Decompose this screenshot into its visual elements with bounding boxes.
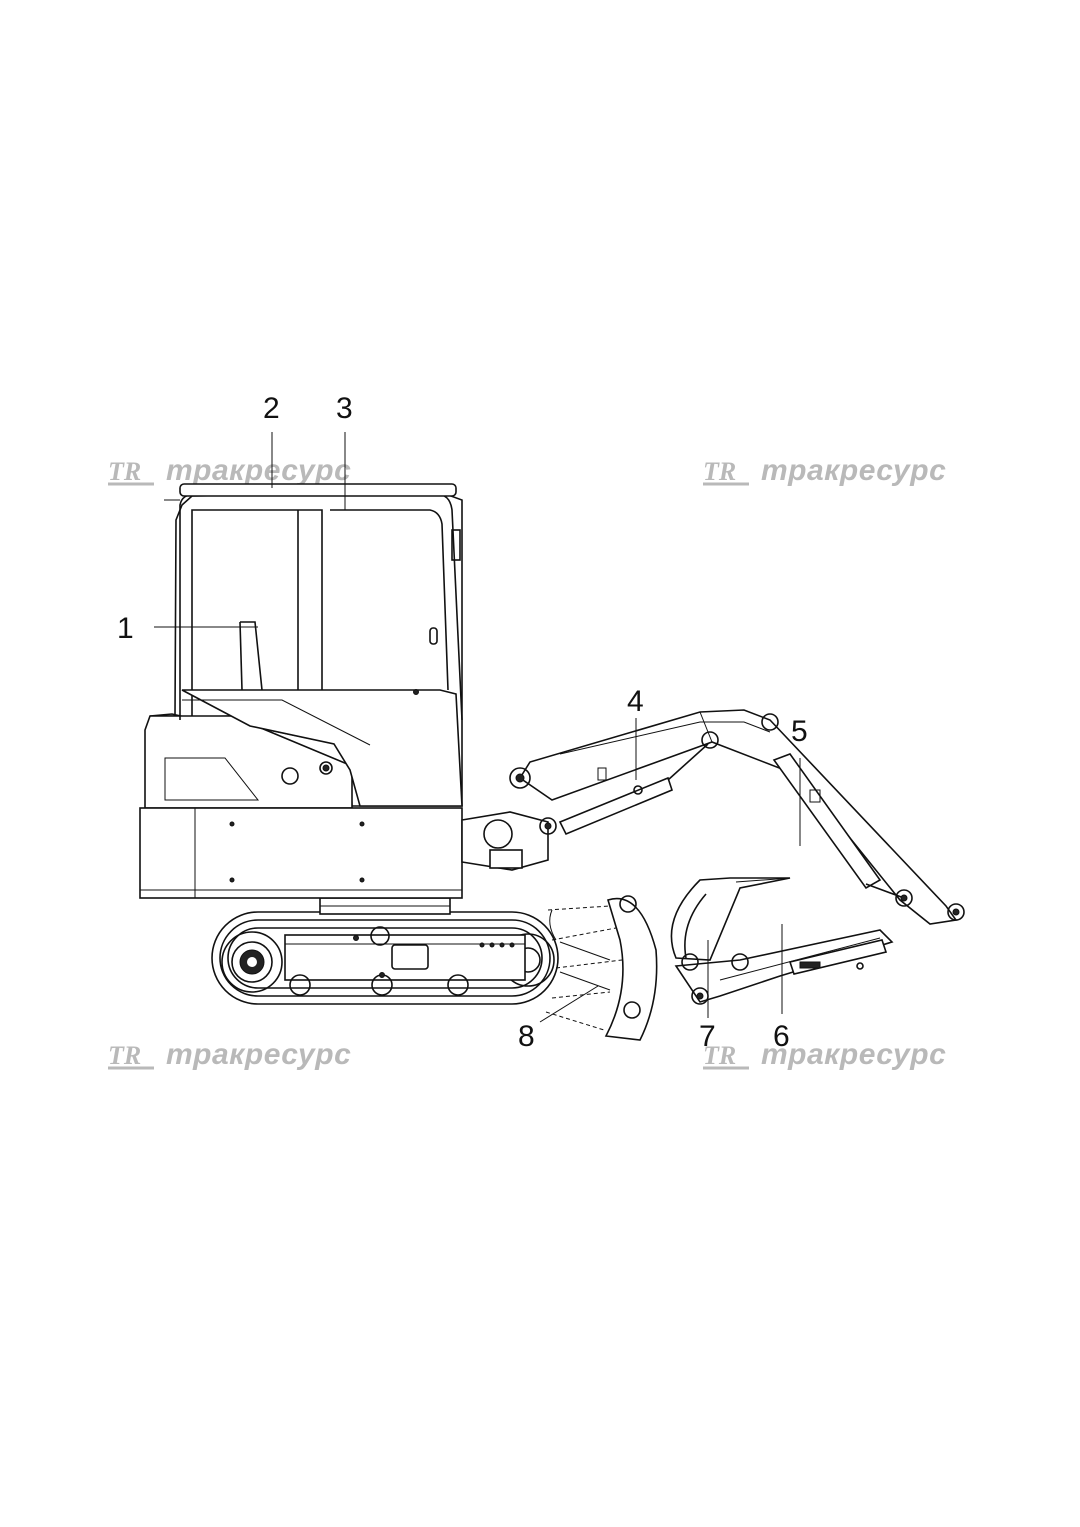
callout-2: 2 <box>263 392 280 425</box>
watermark-logo: TR <box>703 1041 736 1070</box>
callout-7: 7 <box>699 1020 716 1053</box>
track-assembly <box>211 911 559 1005</box>
watermark-text: тракресурс <box>761 1038 946 1071</box>
watermark-bottom-right: TR тракресурс <box>703 1038 946 1071</box>
swing-bearing <box>319 897 451 915</box>
callout-4: 4 <box>627 685 644 718</box>
callout-6: 6 <box>773 1020 790 1053</box>
dozer-blade <box>545 895 658 1041</box>
watermark-logo: TR <box>108 1041 141 1070</box>
watermark-text: тракресурс <box>166 454 351 487</box>
watermark-bottom-left: TR тракресурс <box>108 1038 351 1071</box>
arm-assembly <box>670 877 894 1005</box>
watermark-top-left: TR тракресурс <box>108 454 351 487</box>
callout-8: 8 <box>518 1020 535 1053</box>
callout-3: 3 <box>336 392 353 425</box>
watermark-top-right: TR тракресурс <box>703 454 946 487</box>
watermark-logo: TR <box>703 457 736 486</box>
callout-5: 5 <box>791 715 808 748</box>
watermark-text: тракресурс <box>761 454 946 487</box>
leader-8 <box>539 985 599 1023</box>
callouts: 1 2 3 4 5 6 7 8 <box>117 392 808 1053</box>
leader-lines <box>154 432 801 1023</box>
watermark-text: тракресурс <box>166 1038 351 1071</box>
callout-1: 1 <box>117 612 134 645</box>
watermark-logo: TR <box>108 457 141 486</box>
cab <box>164 483 463 807</box>
